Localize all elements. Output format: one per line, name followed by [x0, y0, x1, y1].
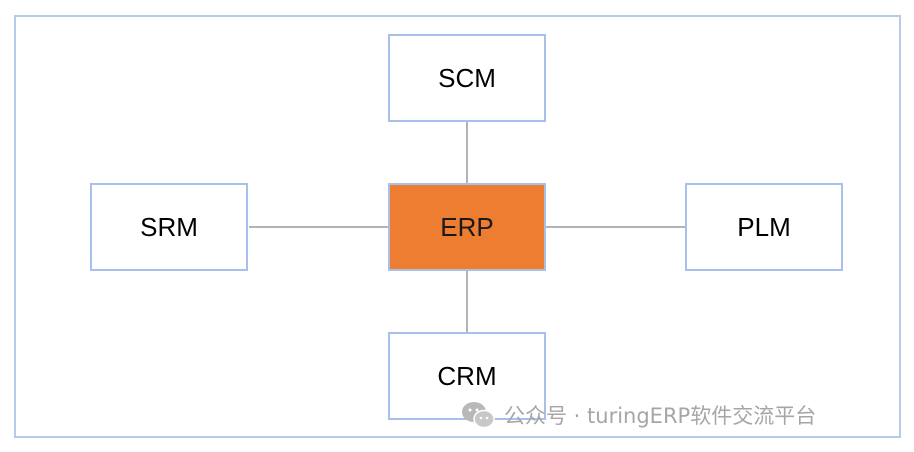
node-plm: PLM: [685, 183, 843, 271]
connector-srm-erp: [249, 226, 388, 228]
diagram-frame: [14, 15, 901, 438]
wechat-icon: [460, 400, 496, 430]
node-scm: SCM: [388, 34, 546, 122]
connector-erp-crm: [466, 271, 468, 332]
watermark-text: 公众号 · turingERP软件交流平台: [504, 404, 817, 428]
node-srm: SRM: [90, 183, 248, 271]
node-erp: ERP: [388, 183, 546, 271]
connector-erp-plm: [546, 226, 685, 228]
connector-scm-erp: [466, 122, 468, 184]
watermark: 公众号 · turingERP软件交流平台: [460, 398, 816, 432]
